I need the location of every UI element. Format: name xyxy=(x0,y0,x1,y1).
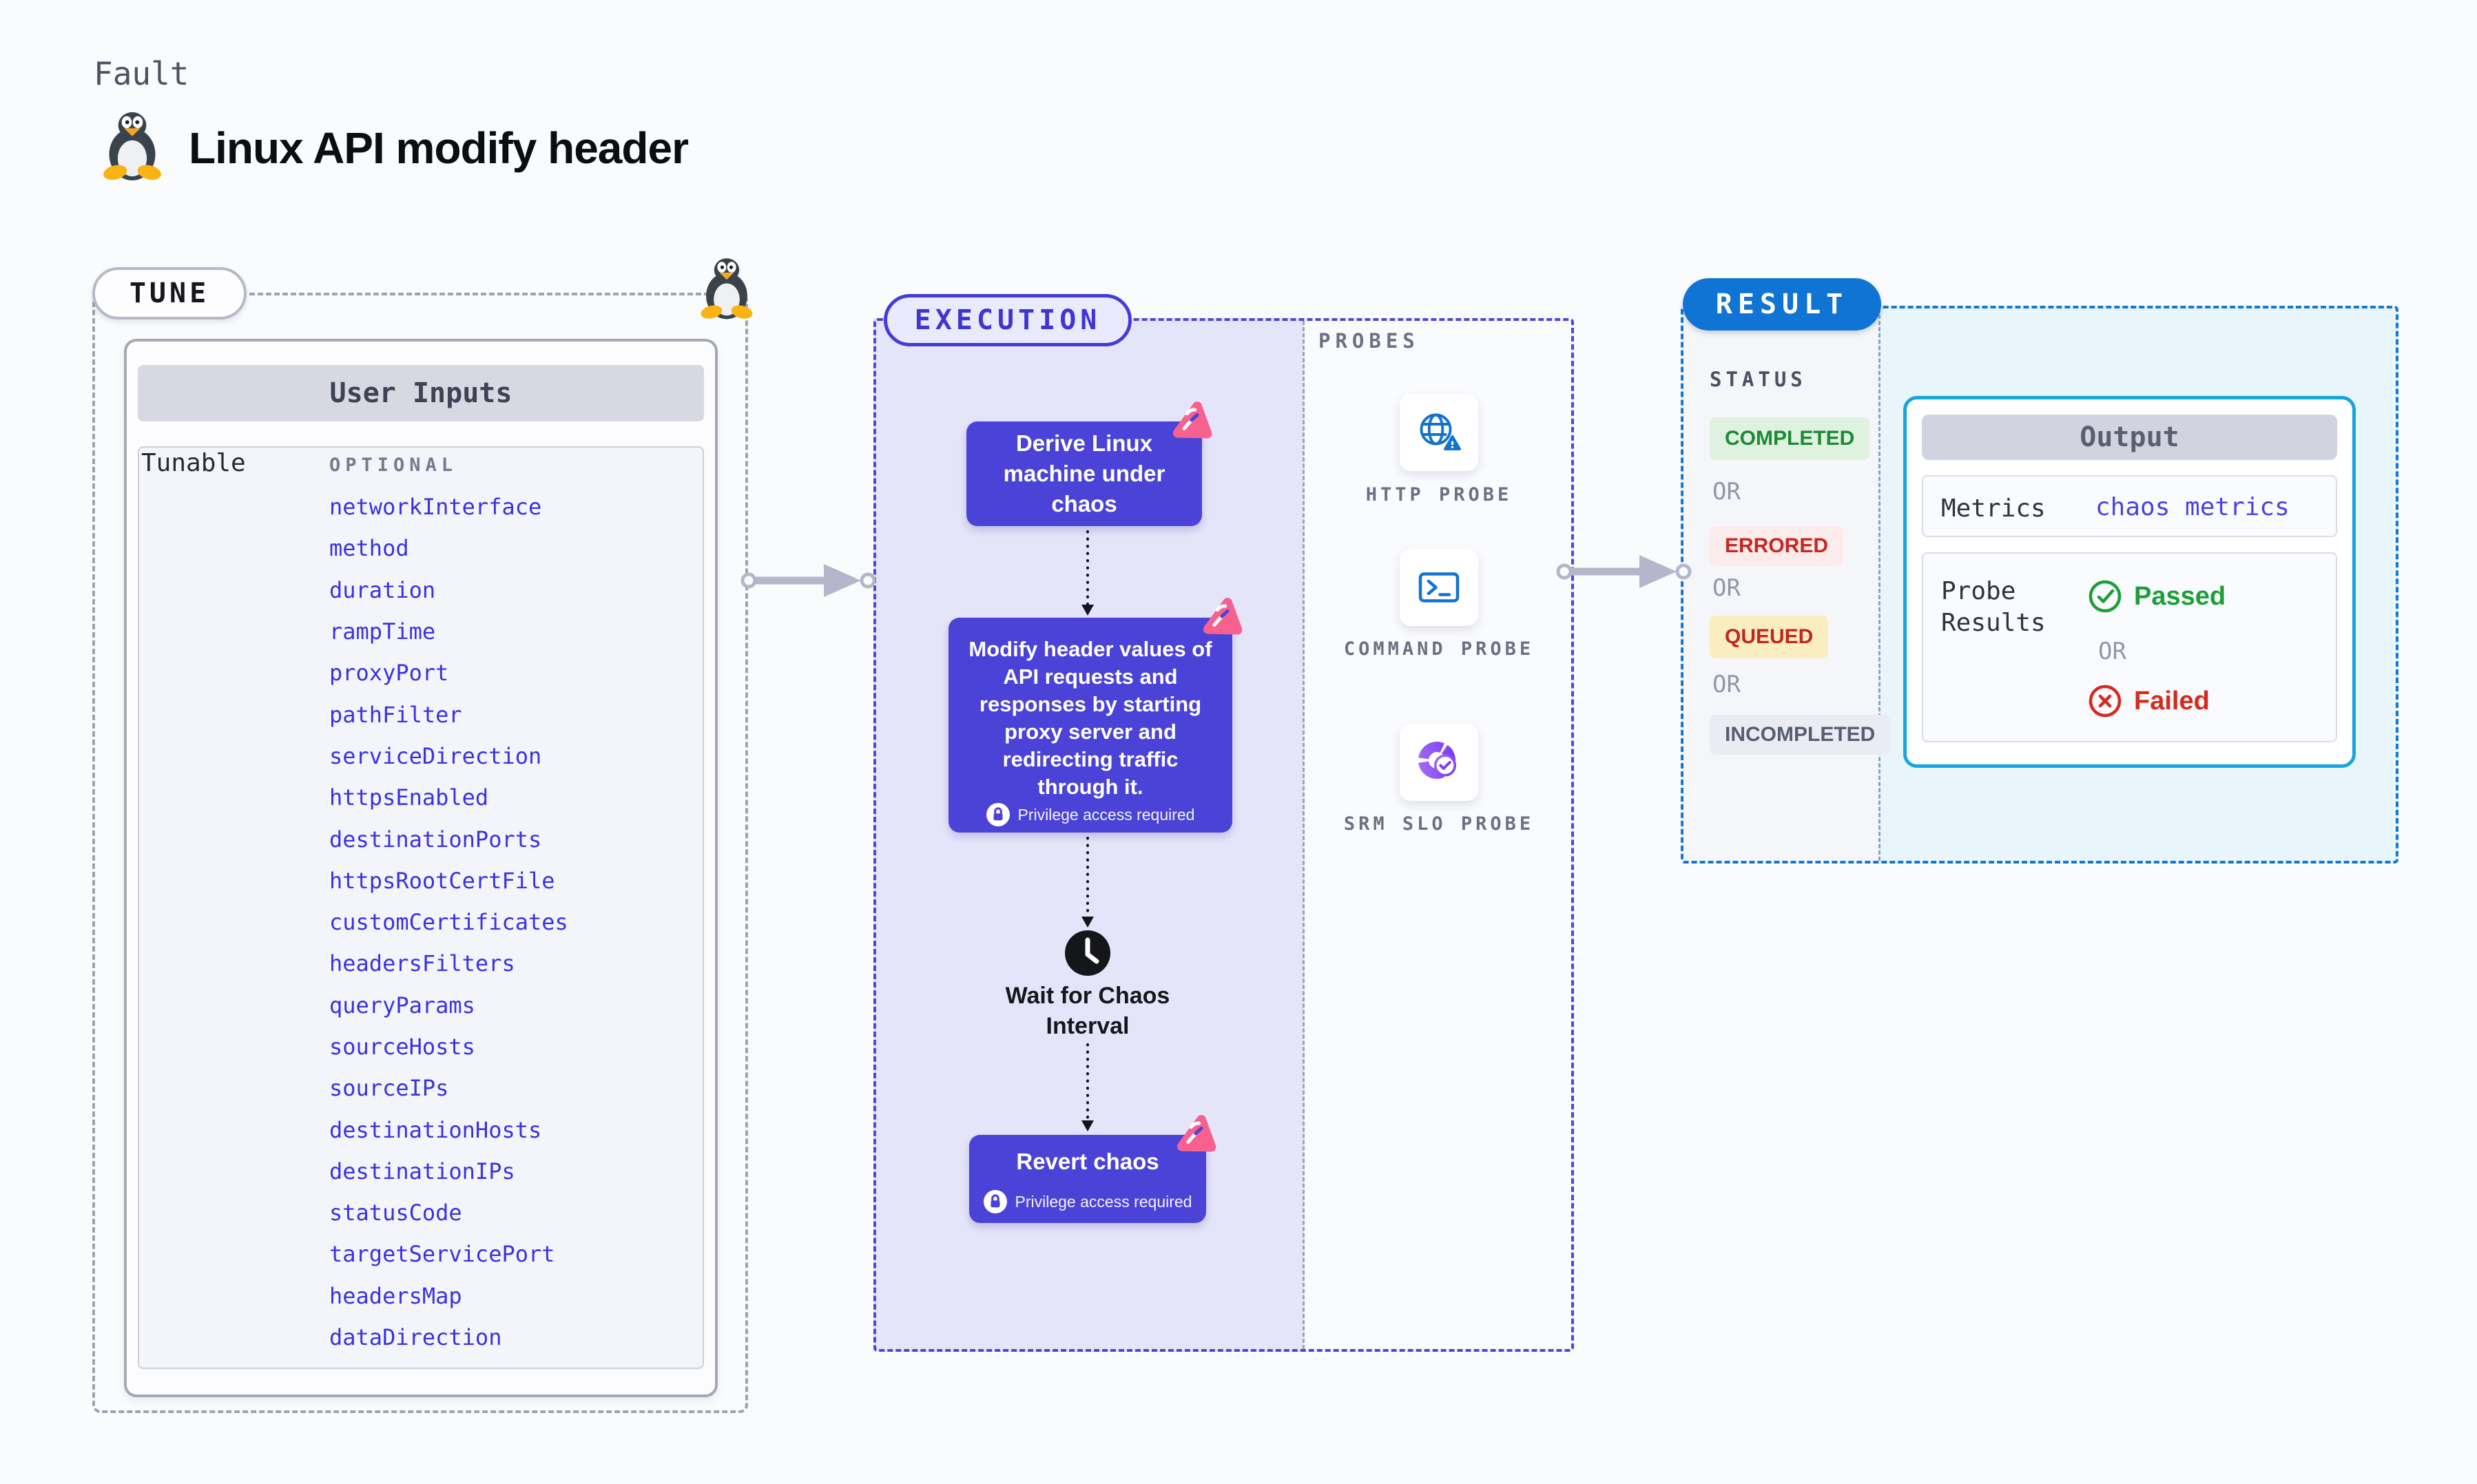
privilege-note: Privilege access required xyxy=(964,801,1217,828)
probe-results-row: Probe Results Passed OR Failed xyxy=(1922,552,2337,742)
execution-section-box xyxy=(873,318,1574,1352)
terminal-icon xyxy=(1418,572,1460,603)
result-badge: RESULT xyxy=(1683,278,1881,331)
param-link[interactable]: customCertificates xyxy=(329,909,568,936)
param-link[interactable]: queryParams xyxy=(329,992,475,1018)
tune-badge: TUNE xyxy=(92,267,247,320)
page-title: Linux API modify header xyxy=(189,123,689,173)
failed-label: Failed xyxy=(2134,686,2210,715)
tune-section-box xyxy=(92,293,748,1413)
param-link[interactable]: method xyxy=(329,535,409,562)
check-circle-icon xyxy=(2089,580,2122,613)
probes-section-label: PROBES xyxy=(1318,329,1420,353)
param-link[interactable]: sourceHosts xyxy=(329,1034,475,1060)
optional-column-label: OPTIONAL xyxy=(329,454,458,476)
probes-background xyxy=(1304,318,1574,1352)
lock-icon xyxy=(983,1190,1007,1213)
chaos-scenario-icon xyxy=(1166,399,1214,443)
param-link[interactable]: destinationPorts xyxy=(329,826,542,853)
tux-linux-icon-small xyxy=(700,258,754,321)
node-derive-machine-text: Derive Linux machine under chaos xyxy=(1003,430,1165,516)
param-link[interactable]: duration xyxy=(329,576,436,603)
x-circle-icon xyxy=(2089,684,2122,718)
probe-result-failed: Failed xyxy=(2087,683,2210,719)
execution-probes-divider xyxy=(1303,321,1305,1349)
chaos-metrics-link[interactable]: chaos metrics xyxy=(2095,493,2290,521)
param-link[interactable]: httpsRootCertFile xyxy=(329,867,555,894)
param-link[interactable]: serviceDirection xyxy=(329,742,542,769)
param-link[interactable]: networkInterface xyxy=(329,494,542,521)
tux-linux-icon xyxy=(101,112,163,180)
or-separator: OR xyxy=(1712,671,1741,698)
output-panel: Output Metrics chaos metrics Probe Resul… xyxy=(1903,396,2356,768)
node-modify-header-text: Modify header values of API requests and… xyxy=(968,637,1212,799)
or-separator: OR xyxy=(1712,574,1741,602)
command-probe-label: COMMAND PROBE xyxy=(1343,638,1535,660)
result-section-box xyxy=(1681,306,2398,864)
status-badge-incompleted: INCOMPLETED xyxy=(1710,715,1891,755)
metrics-label: Metrics xyxy=(1941,494,2046,523)
chaos-scenario-icon xyxy=(1170,1113,1219,1157)
privilege-note-text: Privilege access required xyxy=(1015,1192,1192,1211)
passed-label: Passed xyxy=(2134,581,2226,611)
lock-icon xyxy=(986,803,1010,826)
param-link[interactable]: targetServicePort xyxy=(329,1241,555,1268)
param-link[interactable]: destinationIPs xyxy=(329,1158,515,1184)
status-badge-queued: QUEUED xyxy=(1710,616,1829,658)
param-link[interactable]: httpsEnabled xyxy=(329,784,489,811)
tunable-row-label: Tunable xyxy=(141,449,246,477)
flow-arrow-down-icon xyxy=(1081,837,1094,928)
http-probe-card xyxy=(1400,394,1478,471)
or-separator: OR xyxy=(1712,478,1741,505)
privilege-note: Privilege access required xyxy=(980,1190,1195,1213)
status-badge-errored: ERRORED xyxy=(1710,526,1844,566)
wait-for-chaos-label: Wait for Chaos Interval xyxy=(1005,983,1170,1039)
param-link[interactable]: proxyPort xyxy=(329,660,449,687)
output-panel-header: Output xyxy=(1922,415,2337,460)
srm-slo-probe-label: SRM SLO PROBE xyxy=(1343,813,1535,835)
srm-slo-probe-card xyxy=(1400,724,1478,801)
param-link[interactable]: pathFilter xyxy=(329,701,462,728)
user-inputs-list-panel xyxy=(138,446,704,1369)
node-derive-machine: Derive Linux machine under chaos xyxy=(966,421,1202,526)
flow-arrow-down-icon xyxy=(1081,1043,1094,1131)
arrow-tune-to-execution-icon xyxy=(743,560,875,601)
http-probe-label: HTTP PROBE xyxy=(1365,484,1513,505)
node-revert-chaos-text: Revert chaos xyxy=(1016,1149,1159,1174)
chaos-scenario-icon xyxy=(1196,596,1245,640)
result-status-background xyxy=(1681,306,1878,864)
arrow-execution-to-result-icon xyxy=(1558,551,1690,592)
result-inner-divider xyxy=(1878,309,1880,861)
node-modify-header: Modify header values of API requests and… xyxy=(949,618,1232,833)
node-revert-chaos: Revert chaos Privilege access required xyxy=(969,1135,1206,1223)
globe-alert-icon xyxy=(1420,413,1461,450)
status-badge-completed: COMPLETED xyxy=(1710,417,1870,460)
privilege-note-text: Privilege access required xyxy=(1017,806,1195,824)
status-column-label: STATUS xyxy=(1710,368,1807,391)
command-probe-card xyxy=(1400,549,1478,626)
or-separator: OR xyxy=(2098,638,2126,665)
param-link[interactable]: headersFilters xyxy=(329,950,515,977)
param-link[interactable]: destinationHosts xyxy=(329,1116,542,1143)
param-link[interactable]: dataDirection xyxy=(329,1324,502,1351)
user-inputs-header: User Inputs xyxy=(138,365,704,421)
param-link[interactable]: statusCode xyxy=(329,1200,462,1226)
execution-badge: EXECUTION xyxy=(884,294,1132,346)
metrics-row: Metrics chaos metrics xyxy=(1922,475,2337,537)
tunable-param-list: networkInterface method duration rampTim… xyxy=(329,486,687,1358)
fault-kind-label: Fault xyxy=(94,55,189,92)
param-link[interactable]: sourceIPs xyxy=(329,1075,449,1102)
probe-results-label: Probe Results xyxy=(1941,577,2046,637)
slo-donut-icon xyxy=(1418,742,1457,779)
probe-result-passed: Passed xyxy=(2087,578,2226,614)
param-link[interactable]: headersMap xyxy=(329,1282,462,1309)
flow-arrow-down-icon xyxy=(1081,530,1094,616)
param-link[interactable]: rampTime xyxy=(329,618,436,645)
clock-icon xyxy=(1065,930,1110,976)
